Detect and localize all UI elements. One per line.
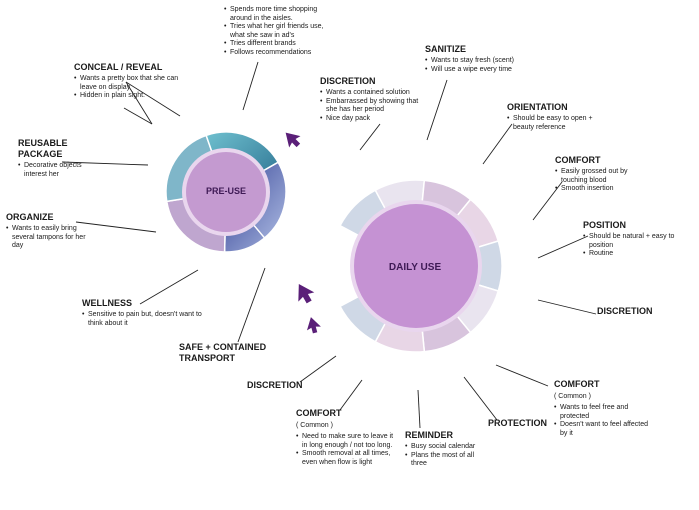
leader-line [426,79,448,141]
leader-line [299,355,337,383]
note-item: Wants to easily bring several tampons fo… [6,225,90,251]
leader-line [537,299,597,315]
wellness-note: WELLNESS Sensitive to pain but, doesn't … [82,298,202,328]
note-title: WELLNESS [82,298,133,308]
flow-arrow-icon [306,317,321,334]
organize-note: ORGANIZE Wants to easily bring several t… [6,212,90,251]
leader-line [242,61,259,111]
flow-arrows [285,132,321,334]
pre-use-hub-label: PRE-USE [205,186,246,196]
note-item: Easily grossed out by touching blood [555,168,655,185]
comfort-bottom-note: COMFORT ( Common ) Need to make sure to … [296,408,396,467]
search-notes: Spends more time shopping around in the … [224,6,336,58]
note-item: Need to make sure to leave it in long en… [296,433,396,450]
note-title: ORGANIZE [6,212,54,222]
leader-line [237,267,266,343]
note-item: Routine [583,250,691,259]
note-title: SAFE + CONTAINED TRANSPORT [179,342,267,363]
note-subtitle: ( Common ) [296,422,333,429]
reminder-note: REMINDER Busy social calendar Plans the … [405,430,491,469]
discretion-top-note: DISCRETION Wants a contained solution Em… [320,76,424,123]
note-title: CONCEAL / REVEAL [74,62,163,72]
leader-line [123,107,153,125]
leader-lines [61,61,597,429]
search-note: Follows recommendations [224,49,336,58]
note-title: DISCRETION [320,76,376,86]
note-item: Hidden in plain sight. [74,92,186,101]
daily-use-hub-label: DAILY USE [388,262,442,273]
note-title: COMFORT [554,379,600,389]
conceal-reveal-note: CONCEAL / REVEAL Wants a pretty box that… [74,62,186,101]
comfort-right-note: COMFORT Easily grossed out by touching b… [555,155,655,194]
daily-hub [354,204,478,328]
protection-note: PROTECTION [488,418,558,431]
note-item: Wants to feel free and protected [554,404,650,421]
note-title: DISCRETION [247,380,303,390]
note-item: Smooth removal at all times, even when f… [296,450,396,467]
leader-line [339,379,363,411]
note-title: REUSABLE PACKAGE [18,138,68,159]
note-item: Plans the most of all three [405,452,491,469]
discretion-left-note: DISCRETION [247,380,327,393]
note-item: Should be easy to open + beauty referenc… [507,115,607,132]
safe-contained-note: SAFE + CONTAINED TRANSPORT [179,342,269,366]
note-item: Nice day pack [320,115,424,124]
note-item: Smooth insertion [555,185,655,194]
note-title: COMFORT [296,408,342,418]
leader-line [463,376,498,421]
note-title: SANITIZE [425,44,467,54]
leader-line [495,364,549,387]
leader-line [417,389,421,429]
hub-circles [182,148,482,332]
comfort-bottom-right-note: COMFORT ( Common ) Wants to feel free an… [554,379,650,438]
note-item: Embarrassed by showing that she has her … [320,98,424,115]
leader-line [537,235,589,259]
search-note: Spends more time shopping around in the … [224,6,336,23]
note-item: Wants a pretty box that she can leave on… [74,75,186,92]
note-title: COMFORT [555,155,601,165]
search-note: Tries what her girl friends use, what sh… [224,23,336,40]
note-title: DISCRETION [597,306,653,316]
leader-line [75,221,157,233]
note-item: Wants to stay fresh (scent) [425,57,537,66]
note-item: Sensitive to pain but, doesn't want to t… [82,311,202,328]
leader-line [359,123,381,151]
discretion-right-note: DISCRETION [597,306,677,319]
pre-hub [186,152,266,232]
note-item: Doesn't want to feel affected by it [554,421,650,438]
note-item: Decorative objects interest her [18,162,98,179]
orientation-note: ORIENTATION Should be easy to open + bea… [507,102,607,132]
flow-arrow-icon [285,132,301,148]
note-title: REMINDER [405,430,454,440]
sanitize-note: SANITIZE Wants to stay fresh (scent) Wil… [425,44,537,74]
note-item: Should be natural + easy to position [583,233,691,250]
note-title: ORIENTATION [507,102,568,112]
note-subtitle: ( Common ) [554,393,591,400]
note-item: Busy social calendar [405,443,491,452]
note-item: Will use a wipe every time [425,66,537,75]
flow-arrow-icon [298,284,315,304]
reusable-package-note: REUSABLE PACKAGE Decorative objects inte… [18,138,98,179]
note-title: PROTECTION [488,418,548,428]
search-note: Tries different brands [224,40,336,49]
position-note: POSITION Should be natural + easy to pos… [583,220,691,259]
note-item: Wants a contained solution [320,89,424,98]
leader-line [139,269,199,305]
note-title: POSITION [583,220,627,230]
